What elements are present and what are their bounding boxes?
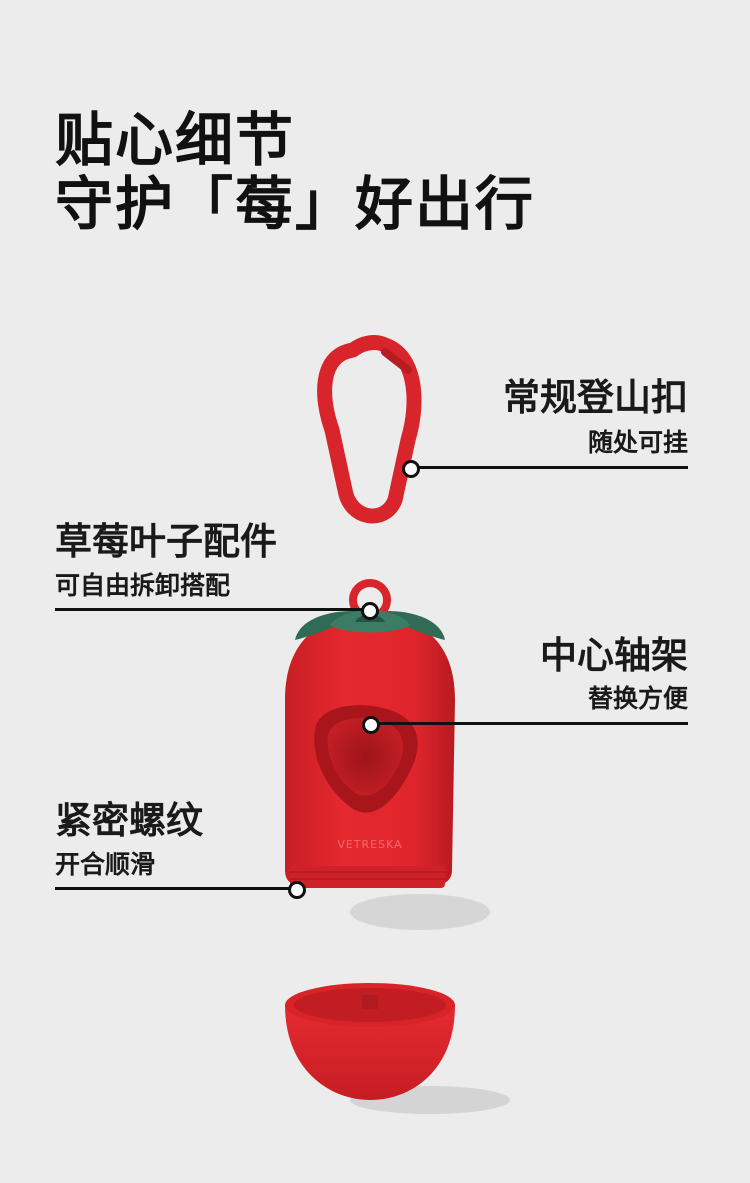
callout-axle-title: 中心轴架 <box>540 634 688 677</box>
headline: 贴心细节 守护「莓」好出行 <box>55 108 535 236</box>
callout-leaf-line <box>55 608 370 611</box>
callout-carabiner-title: 常规登山扣 <box>503 376 688 419</box>
callout-leaf-subtitle: 可自由拆卸搭配 <box>55 571 231 600</box>
callout-thread-line <box>55 887 297 890</box>
callout-leaf-title: 草莓叶子配件 <box>55 520 277 563</box>
dispenser-body: VETRESKA <box>285 615 455 888</box>
bottom-cap <box>285 983 455 1100</box>
headline-line-1: 贴心细节 <box>55 106 296 174</box>
callout-axle-subtitle: 替换方便 <box>587 684 688 713</box>
callout-thread-dot <box>288 881 306 899</box>
callout-axle-line <box>370 722 688 725</box>
callout-leaf-dot <box>361 602 379 620</box>
callout-carabiner-dot <box>402 460 420 478</box>
leaf-cap <box>295 610 445 640</box>
callout-axle-dot <box>362 716 380 734</box>
headline-line-2: 守护「莓」好出行 <box>55 170 536 238</box>
body-shadow <box>350 894 490 930</box>
carabiner <box>317 335 422 524</box>
callout-thread-title: 紧密螺纹 <box>55 799 203 842</box>
callout-carabiner-subtitle: 随处可挂 <box>587 428 688 457</box>
callout-thread-subtitle: 开合顺滑 <box>55 850 156 879</box>
brand-text: VETRESKA <box>337 838 402 851</box>
callout-carabiner-line <box>410 466 688 469</box>
